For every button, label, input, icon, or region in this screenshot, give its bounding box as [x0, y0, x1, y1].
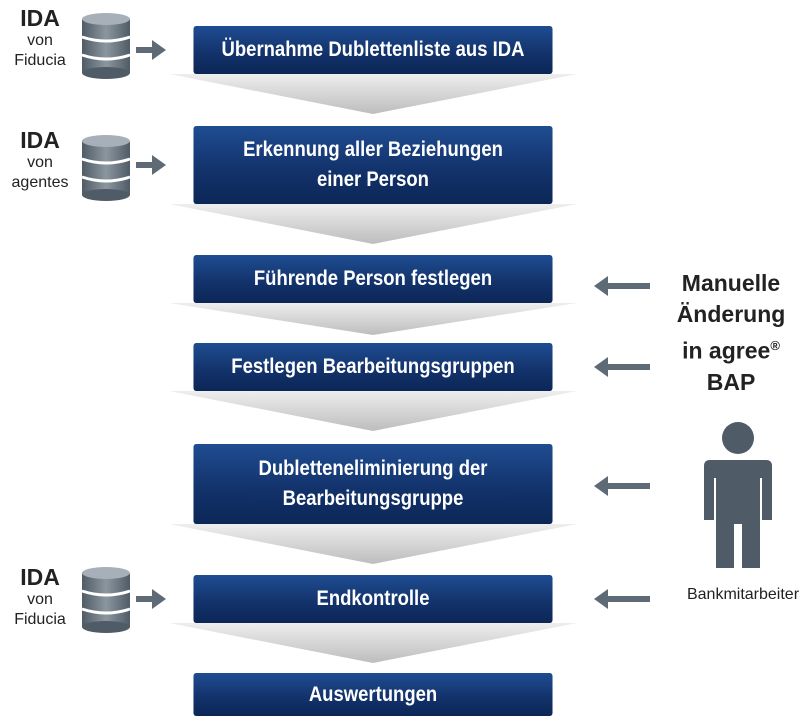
step-5-label-line2: Bearbeitungsgruppe — [282, 487, 464, 510]
source-label-1: IDA von Fiducia — [0, 6, 80, 71]
registered-mark: ® — [770, 338, 780, 353]
flow-chevron-6 — [169, 623, 577, 663]
arrow-left-icon — [594, 476, 650, 496]
database-icon — [81, 135, 131, 201]
database-icon — [81, 13, 131, 79]
manual-line-3: in agree® — [652, 330, 810, 367]
arrow-right-icon — [136, 589, 166, 609]
arrow-right-icon — [136, 155, 166, 175]
database-icon — [81, 567, 131, 633]
step-2-label-line1: Erkennung aller Beziehungen — [243, 138, 503, 161]
person-label: Bankmitarbeiter — [686, 586, 800, 603]
source-label-2: IDA von agentes — [0, 128, 80, 193]
step-6-label: Endkontrolle — [316, 587, 430, 610]
source-1-line1: von — [27, 32, 53, 49]
step-box-1: Übernahme Dublettenliste aus IDA — [193, 26, 553, 74]
manual-line-4: BAP — [706, 368, 756, 395]
source-1-title: IDA — [20, 5, 60, 31]
step-box-5: Dubletteneliminierung der Bearbeitungsgr… — [193, 444, 553, 524]
flow-chevron-4 — [169, 391, 577, 431]
person-icon — [704, 422, 772, 568]
arrow-left-icon — [594, 276, 650, 296]
flow-chevron-5 — [169, 524, 577, 564]
step-box-3: Führende Person festlegen — [193, 255, 553, 303]
source-1-line2: Fiducia — [14, 52, 66, 69]
step-3-label: Führende Person festlegen — [253, 267, 493, 290]
source-2-line1: von — [27, 154, 53, 171]
step-box-6: Endkontrolle — [193, 575, 553, 623]
source-3-line1: von — [27, 591, 53, 608]
source-2-line2: agentes — [11, 174, 69, 191]
source-3-title: IDA — [20, 564, 60, 590]
arrow-right-icon — [136, 40, 166, 60]
step-7-label: Auswertungen — [308, 682, 438, 706]
step-2-label-line2: einer Person — [317, 168, 429, 191]
flow-chevron-1 — [169, 74, 577, 114]
manual-line-1: Manuelle — [681, 270, 781, 296]
step-5-label-line1: Dubletteneliminierung der — [258, 457, 488, 480]
step-box-4: Festlegen Bearbeitungsgruppen — [193, 343, 553, 391]
step-4-label: Festlegen Bearbeitungsgruppen — [231, 355, 515, 378]
step-box-7: Auswertungen — [193, 673, 553, 716]
flow-chevron-3 — [169, 303, 577, 335]
step-1-label: Übernahme Dublettenliste aus IDA — [221, 38, 525, 61]
arrow-left-icon — [594, 589, 650, 609]
manual-change-label: Manuelle Änderung in agree® BAP — [652, 268, 810, 398]
manual-line-3-text: in agree — [682, 337, 771, 364]
step-box-2: Erkennung aller Beziehungen einer Person — [193, 126, 553, 204]
manual-line-2: Änderung — [676, 301, 786, 327]
arrow-left-icon — [594, 357, 650, 377]
source-2-title: IDA — [20, 127, 60, 153]
flow-chevron-2 — [169, 204, 577, 244]
source-label-3: IDA von Fiducia — [0, 565, 80, 630]
source-3-line2: Fiducia — [14, 611, 66, 628]
